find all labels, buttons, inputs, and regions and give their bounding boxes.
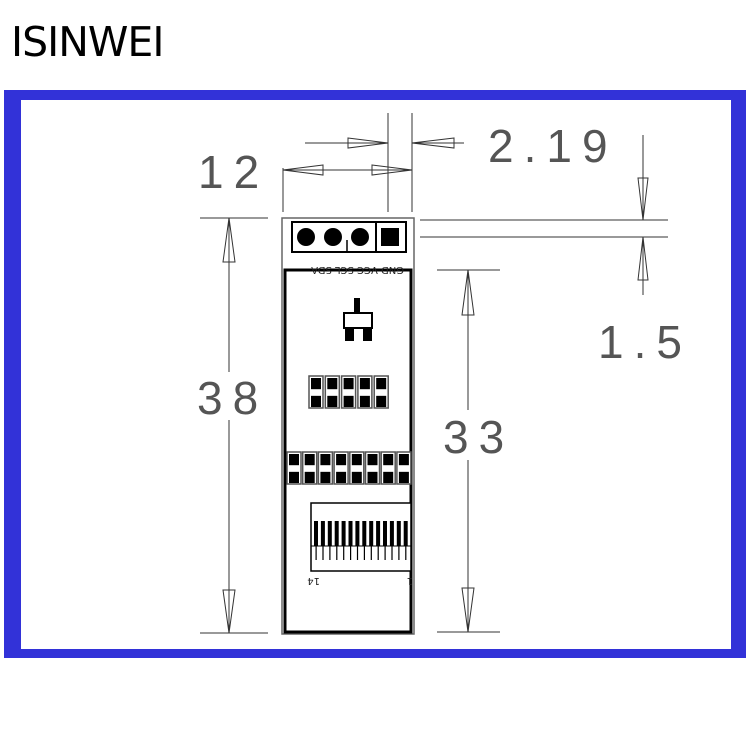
brand-logo-text: ISINWEI [11,18,164,66]
fpc-pins [311,521,411,560]
pin-sda-icon [297,228,315,246]
fpc-pin [355,521,360,546]
pin-vcc-icon [351,228,369,246]
oled-module-outline: GND VCC SCL SDA 14 1 [281,217,415,635]
fpc-pin [314,521,318,546]
dimension-pin-offset-label: 2.19 [488,120,618,172]
large-pads-row [286,451,412,485]
fpc-pin [362,521,367,546]
dimension-total-height-label: 38 [197,372,268,424]
fpc-label-left: 14 [307,575,320,586]
fpc-pin [327,521,332,546]
fpc-label-right: 1 [407,575,413,586]
fpc-pin [320,521,325,546]
small-pads-row [308,375,389,409]
dimension-body-height-label: 33 [443,411,514,463]
fpc-connector [310,502,412,572]
dimension-header-gap-label: 1.5 [598,316,692,368]
fpc-pin [369,521,374,546]
fpc-pin [389,521,394,546]
dimension-width-label: 12 [198,146,269,198]
pin-scl-icon [324,228,342,246]
transistor-icon [343,298,373,341]
fpc-pin [396,521,401,546]
fpc-pin [403,521,408,546]
fpc-pin [334,521,339,546]
fpc-pin [376,521,381,546]
pin-gnd-icon [381,228,399,246]
pin-labels: GND VCC SCL SDA [311,264,404,275]
fpc-pin [341,521,346,546]
fpc-pin [383,521,387,546]
fpc-pin [348,521,353,546]
